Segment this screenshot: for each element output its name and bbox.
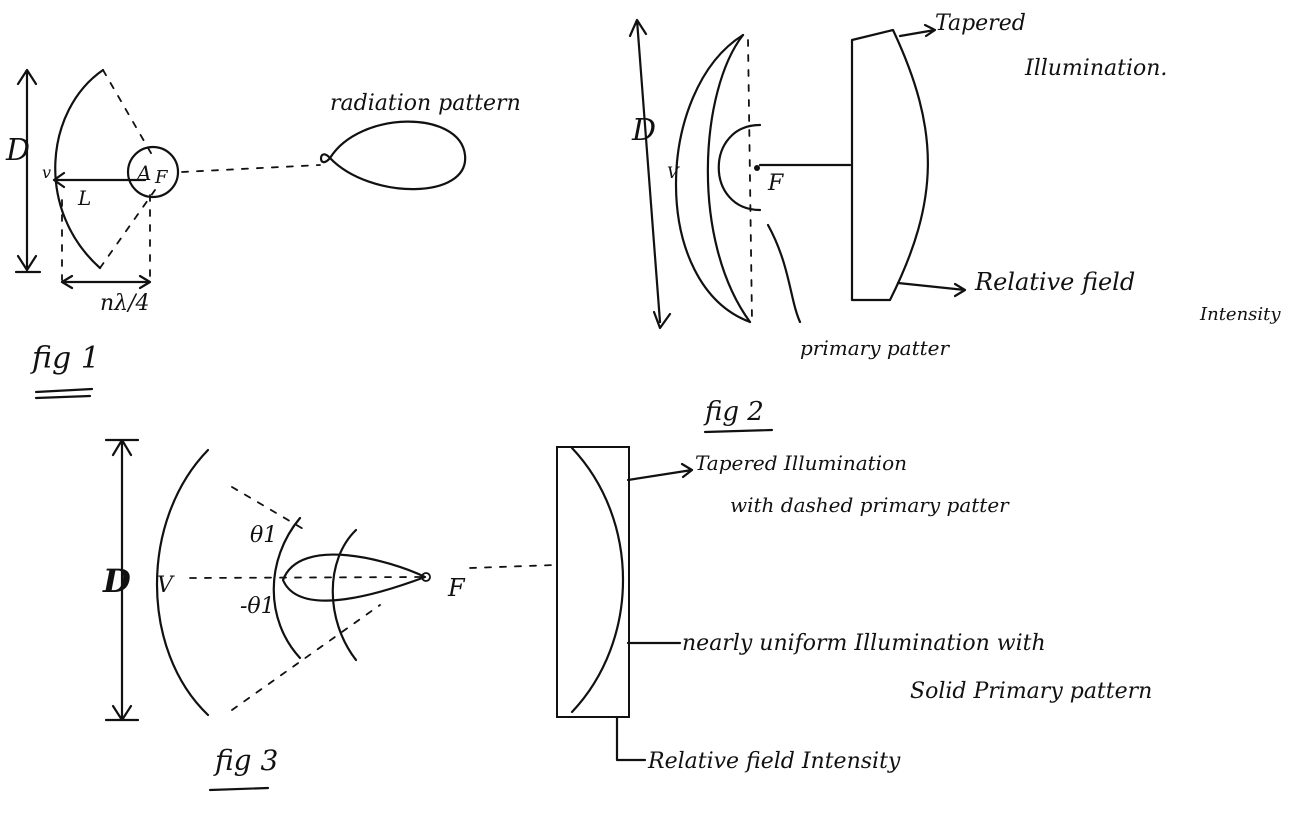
fig3-rays [231,486,381,711]
fig2-primary-arc [717,123,762,212]
fig3-caption: fig 3 [213,744,278,777]
fig1-focus-f: F [154,167,169,188]
fig3-arc-outer [272,516,302,660]
fig1-depth-arrow [60,274,152,290]
fig1-ticks [61,194,151,281]
fig1-radiation-lobe [328,120,467,191]
fig3-focus-label: F [447,574,466,602]
fig1-vertex-label: v [42,163,51,182]
fig3-axis [189,576,423,579]
fig2: D V F primary patter Tapered Illuminatio… [628,11,1281,434]
fig2-caption: fig 2 [703,397,764,427]
fig1-length-l: L [77,186,91,210]
fig3-uniform-line1: nearly uniform Illumination with [682,631,1046,656]
fig3-theta-neg: -θ1 [240,594,275,619]
fig3-d-arrow [104,438,140,722]
fig3-tapered-curve [570,446,625,714]
fig2-intensity-label: Intensity [1199,304,1281,325]
fig3-primary-lobe [281,553,427,602]
fig1-rays [99,69,156,269]
fig2-axis [747,39,753,321]
fig2-primary-leader [766,223,802,324]
fig2-tapered-label: Tapered [935,11,1026,36]
fig3-relative-label: Relative field Intensity [647,749,901,774]
fig1-l-arrow [52,171,147,189]
fig1-radiation-label: radiation pattern [330,91,521,116]
fig2-d-label: D [631,113,656,148]
fig1-feed-circle [126,145,180,199]
fig3-vertex-label: V [157,573,175,598]
fig2-focus-label: F [767,171,784,196]
fig1-caption: fig 1 [30,341,100,376]
fig3-caption-underline [208,786,270,792]
fig2-field-bar [850,28,929,302]
fig2-d-arrow [628,18,672,330]
fig2-vertex-label: V [667,163,680,182]
fig1-caption-underline [34,387,94,400]
fig3-feed-line [469,564,556,569]
fig1-back-lobe [319,153,332,164]
fig2-reflector-inner [706,33,752,324]
fig3: D V θ1 -θ1 F Tapered Illumination with d… [102,438,1152,792]
fig2-primary-label: primary patter [800,336,951,360]
fig3-tapered-line2: with dashed primary patter [730,493,1010,517]
fig3-focus-dot [421,572,431,582]
fig3-d-label: D [102,562,131,600]
fig1-focus-a: A [135,161,151,185]
fig3-relative-leader [615,716,647,762]
fig1: D A F v L nλ/4 radiation pattern fig 1 [5,68,521,400]
fig3-uniform-line2: Solid Primary pattern [910,679,1152,704]
fig3-field-box [556,446,630,718]
fig3-theta-pos: θ1 [250,523,277,548]
fig1-axis [181,164,321,173]
fig2-relative-arrow [896,281,967,298]
fig3-tapered-arrow [626,462,694,482]
fig2-focus-dot [754,165,760,171]
fig1-d-label: D [5,133,30,168]
fig2-caption-underline [703,428,774,434]
fig2-tapered-arrow [898,23,937,38]
fig1-depth-label: nλ/4 [100,291,150,316]
fig3-arc-inner [331,528,358,662]
fig2-relative-label: Relative field [974,268,1135,296]
fig1-d-arrow [14,68,42,274]
fig1-reflector [54,68,105,270]
fig2-reflector [675,33,752,324]
fig2-illumination-label: Illumination. [1024,56,1167,81]
fig3-reflector [155,448,210,717]
fig3-tapered-line1: Tapered Illumination [695,451,907,475]
